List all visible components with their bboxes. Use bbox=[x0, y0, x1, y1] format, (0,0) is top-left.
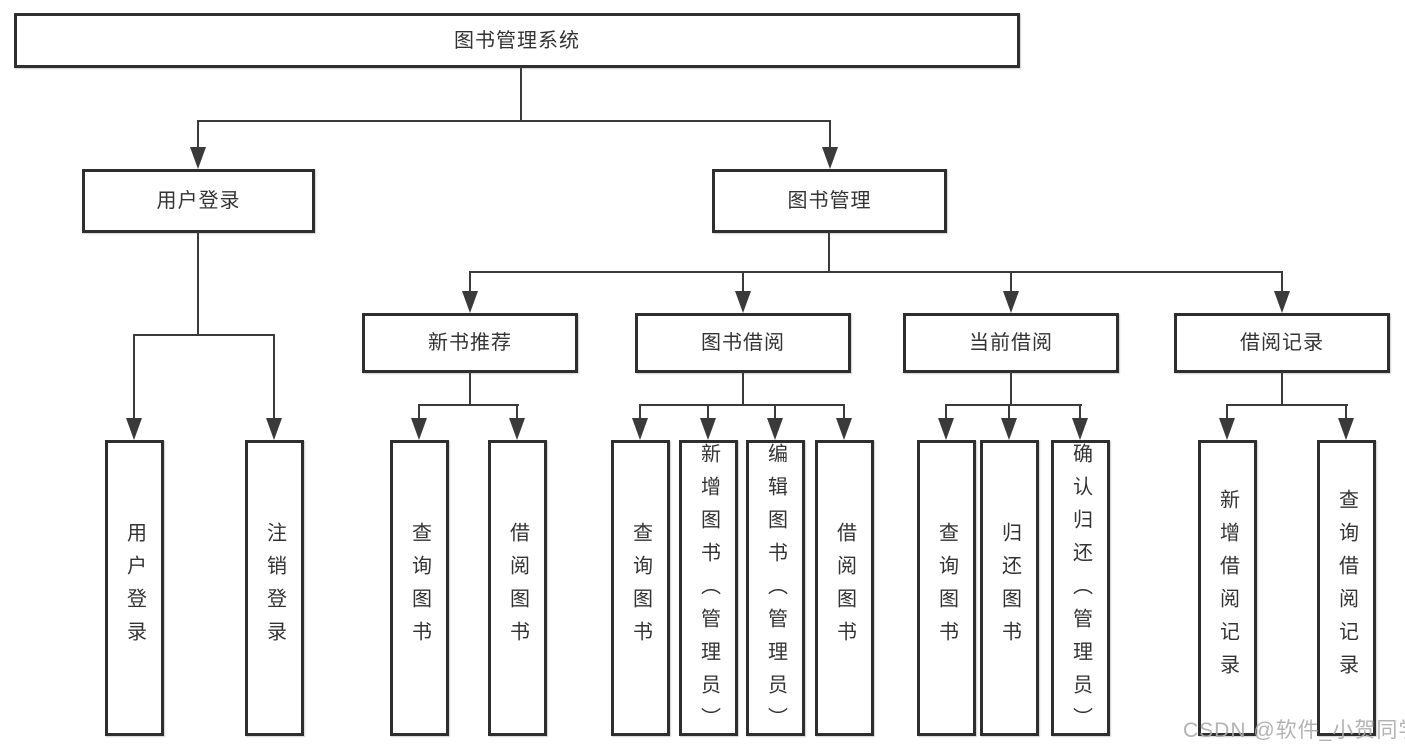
connector-trunk-records bbox=[1281, 372, 1283, 406]
arrowhead-down-icon bbox=[632, 418, 648, 440]
connector-drop-book-mgmt bbox=[829, 120, 831, 150]
connector-drop bbox=[843, 404, 845, 420]
leaf-current-query-books: 查询图书 bbox=[917, 440, 976, 736]
connector-drop bbox=[1008, 404, 1010, 420]
connector-drop bbox=[273, 334, 275, 422]
connector-rail-root bbox=[197, 120, 831, 122]
arrowhead-down-icon bbox=[822, 147, 838, 169]
leaf-borrowing-edit-books-admin: 编辑图书（管理员） bbox=[746, 440, 805, 740]
connector-rail-current bbox=[945, 404, 1082, 406]
leaf-borrowing-add-books-admin: 新增图书（管理员） bbox=[679, 440, 738, 740]
node-book-management: 图书管理 bbox=[712, 169, 947, 233]
connector-drop bbox=[469, 271, 471, 293]
leaf-user-login: 用户登录 bbox=[105, 440, 164, 736]
arrowhead-down-icon bbox=[1274, 291, 1290, 313]
leaf-newbooks-query-books: 查询图书 bbox=[390, 440, 449, 736]
arrowhead-down-icon bbox=[1001, 418, 1017, 440]
leaf-borrowing-borrow-books: 借阅图书 bbox=[815, 440, 874, 736]
arrowhead-down-icon bbox=[126, 418, 142, 440]
arrowhead-down-icon bbox=[1219, 418, 1235, 440]
connector-drop bbox=[516, 404, 518, 420]
leaf-current-return-books: 归还图书 bbox=[980, 440, 1039, 736]
arrowhead-down-icon bbox=[1072, 418, 1088, 440]
node-borrowing-records: 借阅记录 bbox=[1174, 313, 1390, 373]
node-root-library-system: 图书管理系统 bbox=[14, 13, 1020, 68]
leaf-current-confirm-return-admin: 确认归还（管理员） bbox=[1051, 440, 1110, 740]
arrowhead-down-icon bbox=[411, 418, 427, 440]
connector-trunk-book-mgmt bbox=[828, 232, 830, 273]
node-user-login: 用户登录 bbox=[82, 169, 315, 233]
connector-trunk-current bbox=[1010, 372, 1012, 406]
connector-rail-records bbox=[1226, 404, 1348, 406]
connector-rail-borrowing bbox=[639, 404, 845, 406]
arrowhead-down-icon bbox=[1338, 418, 1354, 440]
arrowhead-down-icon bbox=[266, 418, 282, 440]
connector-drop bbox=[1226, 404, 1228, 420]
connector-trunk-user-login bbox=[197, 232, 199, 336]
connector-drop bbox=[133, 334, 135, 422]
connector-rail-new-books bbox=[418, 404, 519, 406]
connector-rail-book-mgmt bbox=[469, 271, 1283, 273]
connector-drop bbox=[1281, 271, 1283, 293]
arrowhead-down-icon bbox=[836, 418, 852, 440]
connector-trunk-new-books bbox=[469, 372, 471, 406]
connector-rail-user-login bbox=[133, 334, 275, 336]
arrowhead-down-icon bbox=[767, 418, 783, 440]
arrowhead-down-icon bbox=[509, 418, 525, 440]
connector-drop bbox=[1010, 271, 1012, 293]
node-new-book-recommend: 新书推荐 bbox=[362, 313, 578, 373]
arrowhead-down-icon bbox=[938, 418, 954, 440]
leaf-records-add-record: 新增借阅记录 bbox=[1198, 440, 1257, 736]
leaf-newbooks-borrow-books: 借阅图书 bbox=[488, 440, 547, 736]
leaf-logout: 注销登录 bbox=[245, 440, 304, 736]
arrowhead-down-icon bbox=[1003, 291, 1019, 313]
node-current-borrowing: 当前借阅 bbox=[903, 313, 1119, 373]
arrowhead-down-icon bbox=[190, 147, 206, 169]
connector-drop bbox=[1345, 404, 1347, 420]
connector-drop bbox=[418, 404, 420, 420]
arrowhead-down-icon bbox=[462, 291, 478, 313]
arrowhead-down-icon bbox=[735, 291, 751, 313]
connector-drop bbox=[774, 404, 776, 420]
node-book-borrowing: 图书借阅 bbox=[635, 313, 851, 373]
connector-drop bbox=[639, 404, 641, 420]
connector-drop bbox=[707, 404, 709, 420]
connector-drop-user-login bbox=[197, 120, 199, 150]
connector-trunk-borrowing bbox=[742, 372, 744, 406]
leaf-borrowing-query-books: 查询图书 bbox=[611, 440, 670, 736]
csdn-watermark: CSDN @软件_小贺同学 bbox=[1183, 719, 1405, 742]
connector-drop bbox=[945, 404, 947, 420]
connector-drop bbox=[1079, 404, 1081, 420]
arrowhead-down-icon bbox=[700, 418, 716, 440]
connector-trunk-root bbox=[520, 67, 522, 122]
connector-drop bbox=[742, 271, 744, 293]
leaf-records-query-record: 查询借阅记录 bbox=[1317, 440, 1376, 736]
